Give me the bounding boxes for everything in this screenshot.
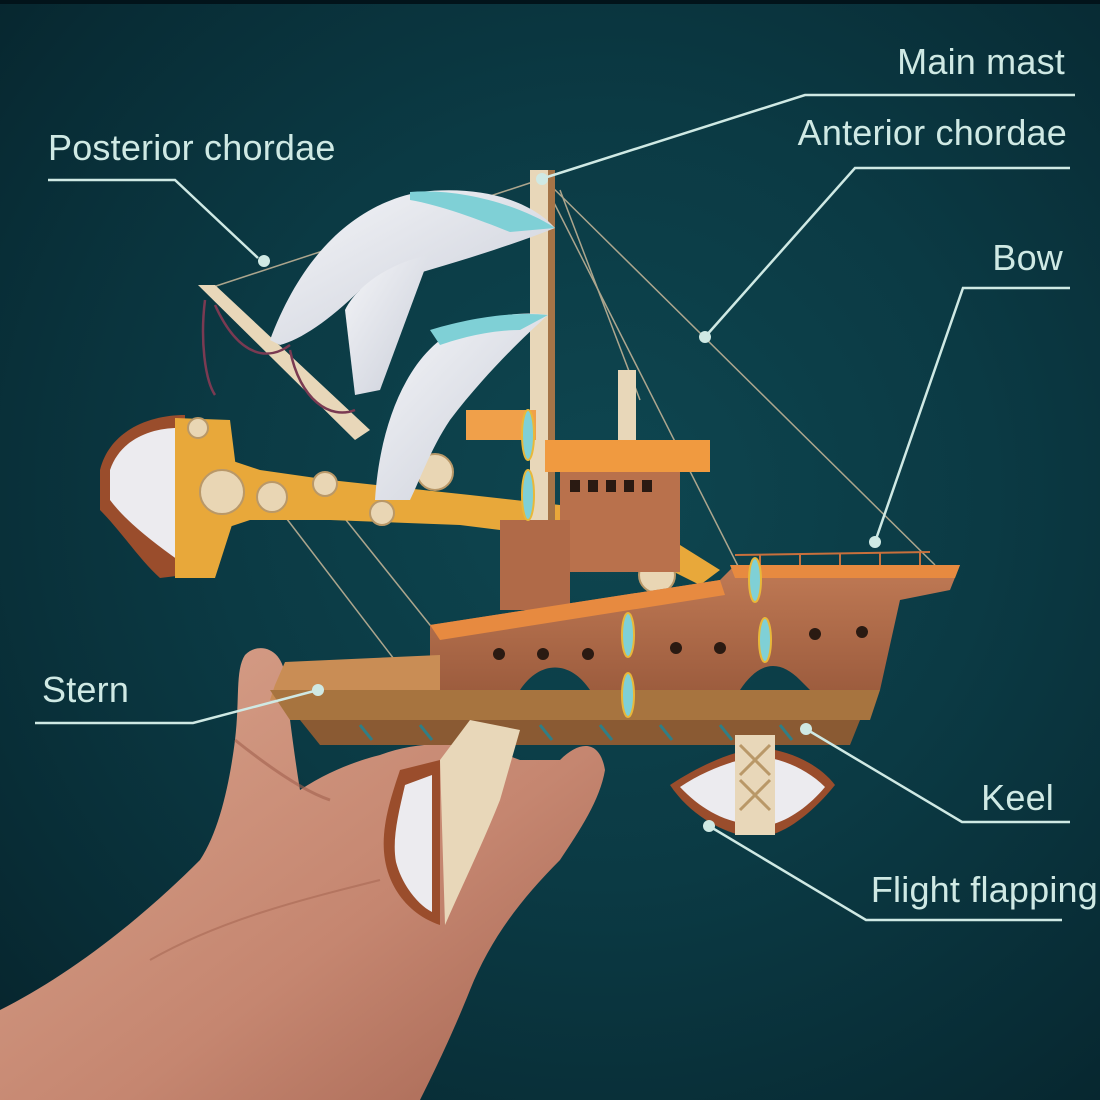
label-keel: Keel <box>981 777 1054 818</box>
label-main-mast: Main mast <box>897 41 1065 82</box>
label-bow: Bow <box>992 237 1063 278</box>
top-border <box>0 0 1100 4</box>
label-anterior-chordae: Anterior chordae <box>797 112 1067 153</box>
label-stern: Stern <box>42 669 130 710</box>
label-posterior-chordae: Posterior chordae <box>48 127 336 168</box>
label-flight-flapping: Flight flapping <box>870 869 1098 910</box>
